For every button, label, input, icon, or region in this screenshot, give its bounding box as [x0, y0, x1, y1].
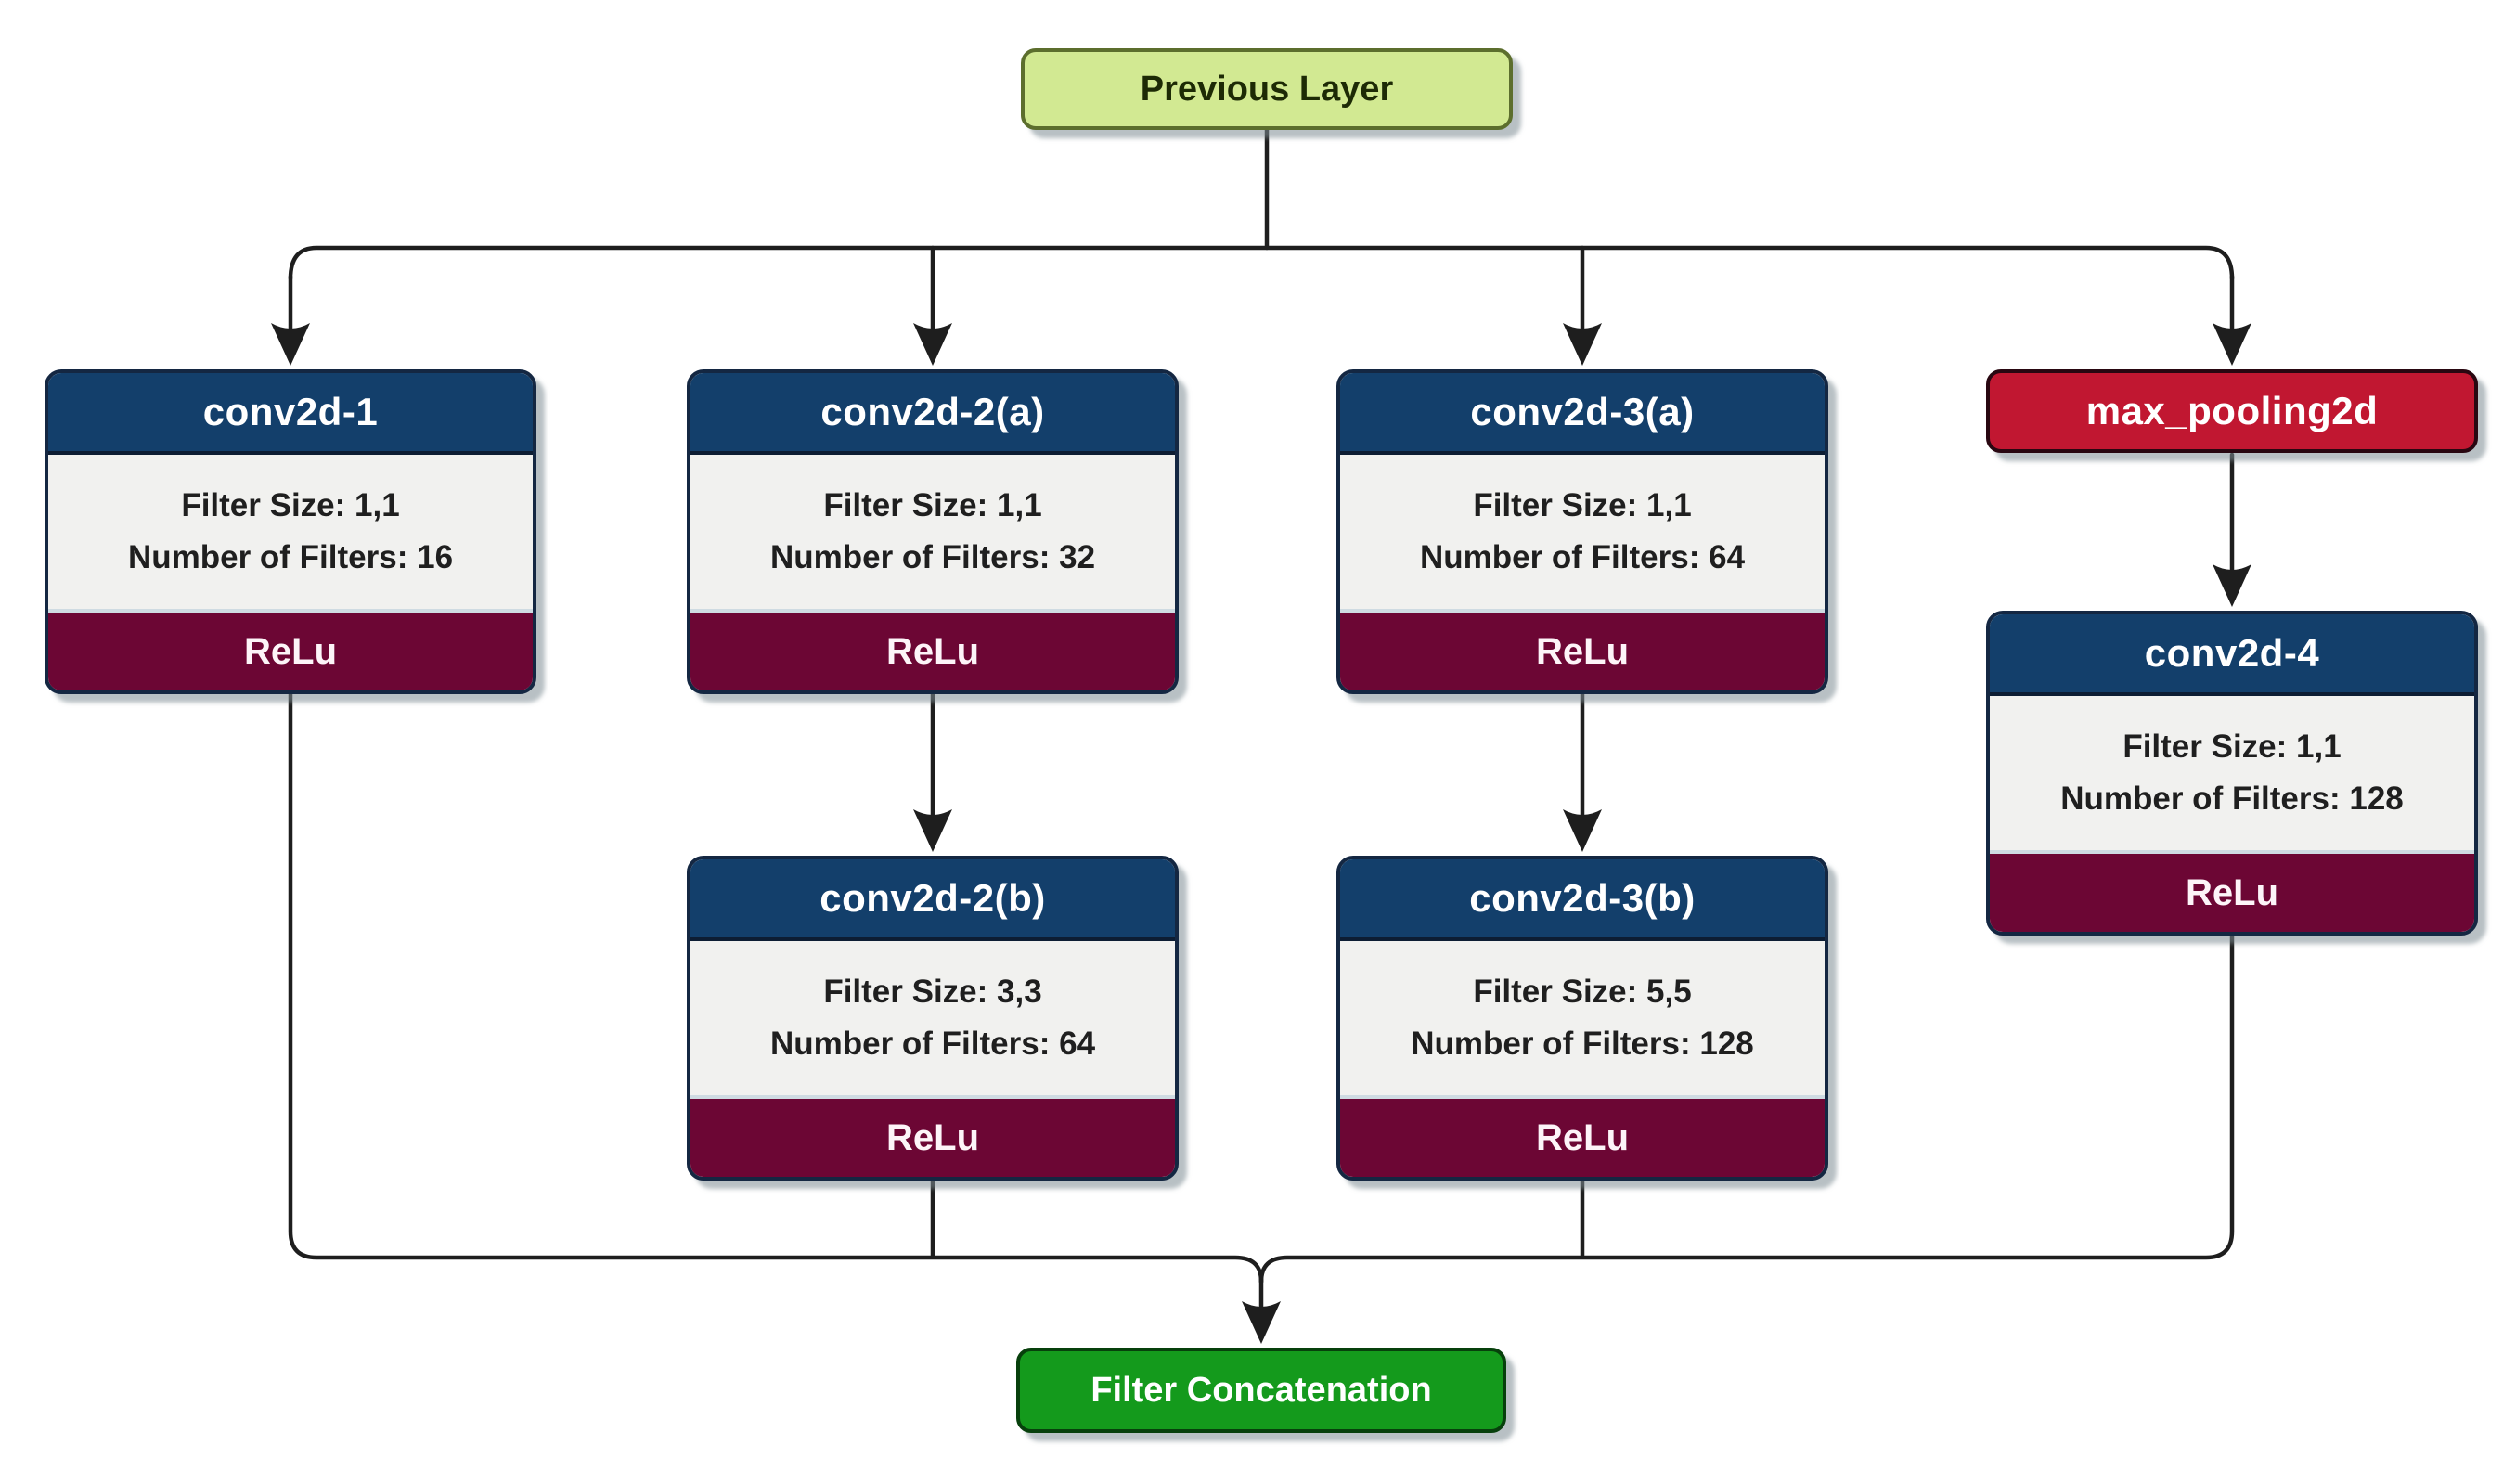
max-pooling2d-label: max_pooling2d — [2085, 389, 2379, 432]
conv2d-3b-title-bar: conv2d-3(b) — [1340, 859, 1825, 941]
conv2d-4-params: Filter Size: 1,1 Number of Filters: 128 — [1990, 696, 2474, 850]
node-conv2d-2b: conv2d-2(b) Filter Size: 3,3 Number of F… — [687, 856, 1179, 1181]
arrowhead-branch-1 — [271, 323, 310, 366]
conv2d-4-activation-bar: ReLu — [1990, 850, 2474, 932]
conv2d-2b-activation: ReLu — [886, 1116, 979, 1158]
conv2d-2a-activation-bar: ReLu — [690, 609, 1175, 690]
filter-size-line: Filter Size: 1,1 — [181, 487, 400, 523]
conv2d-3a-params: Filter Size: 1,1 Number of Filters: 64 — [1340, 455, 1825, 609]
conv2d-1-params: Filter Size: 1,1 Number of Filters: 16 — [48, 455, 533, 609]
conv2d-2a-params: Filter Size: 1,1 Number of Filters: 32 — [690, 455, 1175, 609]
filter-size-line: Filter Size: 1,1 — [823, 487, 1042, 523]
conv2d-3a-title: conv2d-3(a) — [1470, 390, 1695, 433]
conv2d-2b-activation-bar: ReLu — [690, 1095, 1175, 1177]
conv2d-2b-title-bar: conv2d-2(b) — [690, 859, 1175, 941]
num-filters-line: Number of Filters: 32 — [769, 539, 1096, 575]
conv2d-2b-title: conv2d-2(b) — [819, 876, 1046, 920]
filter-size-line: Filter Size: 3,3 — [823, 974, 1042, 1010]
num-filters-line: Number of Filters: 64 — [1419, 539, 1746, 575]
connector-merge-left — [288, 691, 1264, 1284]
filter-size-line: Filter Size: 5,5 — [1473, 974, 1692, 1010]
conv2d-4-activation: ReLu — [2186, 871, 2278, 913]
node-conv2d-2a: conv2d-2(a) Filter Size: 1,1 Number of F… — [687, 369, 1179, 694]
conv2d-1-title: conv2d-1 — [202, 390, 379, 433]
node-conv2d-1: conv2d-1 Filter Size: 1,1 Number of Filt… — [45, 369, 536, 694]
connector-merge-right — [1258, 933, 2235, 1284]
conv2d-3b-params: Filter Size: 5,5 Number of Filters: 128 — [1340, 941, 1825, 1095]
node-conv2d-4: conv2d-4 Filter Size: 1,1 Number of Filt… — [1986, 611, 2478, 936]
arrowhead-conv4 — [2213, 564, 2251, 607]
node-conv2d-3b: conv2d-3(b) Filter Size: 5,5 Number of F… — [1336, 856, 1828, 1181]
conv2d-2a-title: conv2d-2(a) — [820, 390, 1045, 433]
conv2d-1-activation-bar: ReLu — [48, 609, 533, 690]
conv2d-3b-title: conv2d-3(b) — [1469, 876, 1696, 920]
filter-concatenation-label: Filter Concatenation — [1090, 1370, 1432, 1410]
node-max-pooling2d: max_pooling2d — [1986, 369, 2478, 453]
conv2d-4-title: conv2d-4 — [2144, 631, 2320, 675]
num-filters-line: Number of Filters: 16 — [127, 539, 454, 575]
num-filters-line: Number of Filters: 128 — [2060, 781, 2404, 817]
node-previous-layer: Previous Layer — [1021, 48, 1513, 130]
arrowhead-conv2b — [913, 809, 952, 852]
connector-top-trunk — [288, 245, 2235, 281]
conv2d-1-activation: ReLu — [244, 630, 337, 672]
num-filters-line: Number of Filters: 64 — [769, 1026, 1096, 1062]
conv2d-3a-activation-bar: ReLu — [1340, 609, 1825, 690]
arrowhead-branch-2 — [913, 323, 952, 366]
filter-size-line: Filter Size: 1,1 — [1473, 487, 1692, 523]
conv2d-3a-activation: ReLu — [1536, 630, 1629, 672]
num-filters-line: Number of Filters: 128 — [1411, 1026, 1754, 1062]
conv2d-3a-title-bar: conv2d-3(a) — [1340, 373, 1825, 455]
conv2d-2b-params: Filter Size: 3,3 Number of Filters: 64 — [690, 941, 1175, 1095]
filter-size-line: Filter Size: 1,1 — [2122, 729, 2342, 765]
conv2d-3b-activation-bar: ReLu — [1340, 1095, 1825, 1177]
previous-layer-label: Previous Layer — [1140, 69, 1394, 109]
conv2d-1-title-bar: conv2d-1 — [48, 373, 533, 455]
conv2d-2a-title-bar: conv2d-2(a) — [690, 373, 1175, 455]
arrowhead-branch-4 — [2213, 323, 2251, 366]
conv2d-4-title-bar: conv2d-4 — [1990, 614, 2474, 696]
conv2d-3b-activation: ReLu — [1536, 1116, 1629, 1158]
node-filter-concatenation: Filter Concatenation — [1016, 1348, 1506, 1433]
conv2d-2a-activation: ReLu — [886, 630, 979, 672]
arrowhead-branch-3 — [1563, 323, 1602, 366]
node-conv2d-3a: conv2d-3(a) Filter Size: 1,1 Number of F… — [1336, 369, 1828, 694]
arrowhead-conv3b — [1563, 809, 1602, 852]
arrowhead-concat — [1242, 1301, 1281, 1344]
